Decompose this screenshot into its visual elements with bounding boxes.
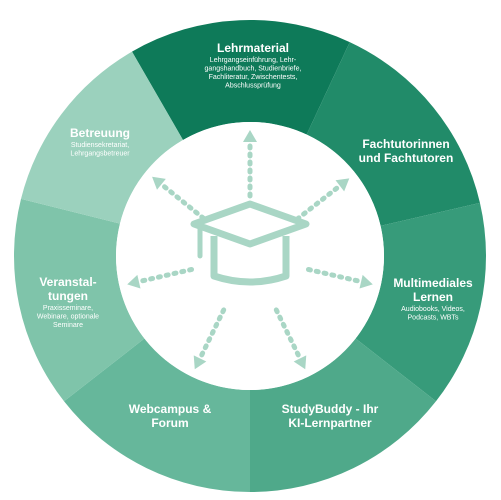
segment-betreuung [21, 51, 183, 224]
label-sub-line: Fachliteratur, Zwischentests, [209, 74, 298, 81]
label-webcampus: Webcampus &Forum [129, 402, 212, 430]
label-title-line: Webcampus & [129, 402, 212, 416]
label-title-line: Lernen [413, 290, 453, 304]
label-title-line: KI-Lernpartner [288, 416, 372, 430]
cap-board [190, 200, 310, 248]
graduation-cap-icon [190, 200, 310, 286]
label-sub-line: Studiensekretariat, [71, 142, 129, 149]
label-title-line: tungen [48, 289, 88, 303]
label-title-line: Multimediales [393, 276, 473, 290]
label-sub-line: Lehrgangsbetreuer [70, 151, 130, 158]
arrow-dots-4 [273, 307, 302, 360]
cap-base [210, 236, 290, 286]
label-title-line: Lehrmaterial [217, 41, 289, 55]
segment-fachtutoren [306, 42, 480, 226]
label-title-line: Veranstal- [39, 275, 96, 289]
arrows-group [127, 130, 373, 370]
arrow-dots-7 [160, 183, 206, 221]
label-title-line: StudyBuddy - Ihr [282, 402, 379, 416]
arrow-head-7 [152, 176, 166, 190]
wheel-segments [13, 20, 486, 492]
center-circle [116, 122, 384, 390]
arrow-dots-3 [305, 266, 362, 284]
segment-veranstaltungen [13, 198, 145, 402]
label-title-line: Betreuung [70, 126, 130, 140]
label-title-line: und Fachtutoren [359, 151, 454, 165]
label-sub-line: Abschlussprüfung [225, 83, 281, 90]
arrow-dots-5 [198, 307, 227, 360]
segment-lehrmaterial [132, 20, 350, 140]
label-sub-line: gangshandbuch, Studienbriefe, [205, 66, 302, 73]
label-sub-line: Seminare [53, 322, 83, 329]
arrow-head-1 [243, 130, 257, 142]
arrow-head-5 [193, 355, 207, 370]
arrow-head-4 [293, 355, 307, 370]
arrow-dots-2 [294, 184, 341, 222]
segment-studybuddy [250, 338, 436, 492]
segment-webcampus [64, 338, 250, 492]
label-sub-line: Audiobooks, Videos, [401, 306, 465, 313]
label-sub-line: Podcasts, WBTs [408, 315, 459, 322]
label-sub-line: Webinare, optionale [37, 314, 99, 321]
label-sub-line: Praxisseminare, [43, 305, 93, 312]
arrow-head-2 [335, 178, 350, 192]
arrow-head-6 [127, 274, 141, 289]
arrow-dots-6 [138, 266, 195, 284]
label-title-line: Fachtutorinnen [362, 137, 449, 151]
arrow-head-3 [359, 274, 373, 289]
label-sub-line: Lehrgangseinführung, Lehr- [210, 57, 297, 64]
label-title-line: Forum [151, 416, 188, 430]
segment-multimedia [355, 202, 486, 402]
